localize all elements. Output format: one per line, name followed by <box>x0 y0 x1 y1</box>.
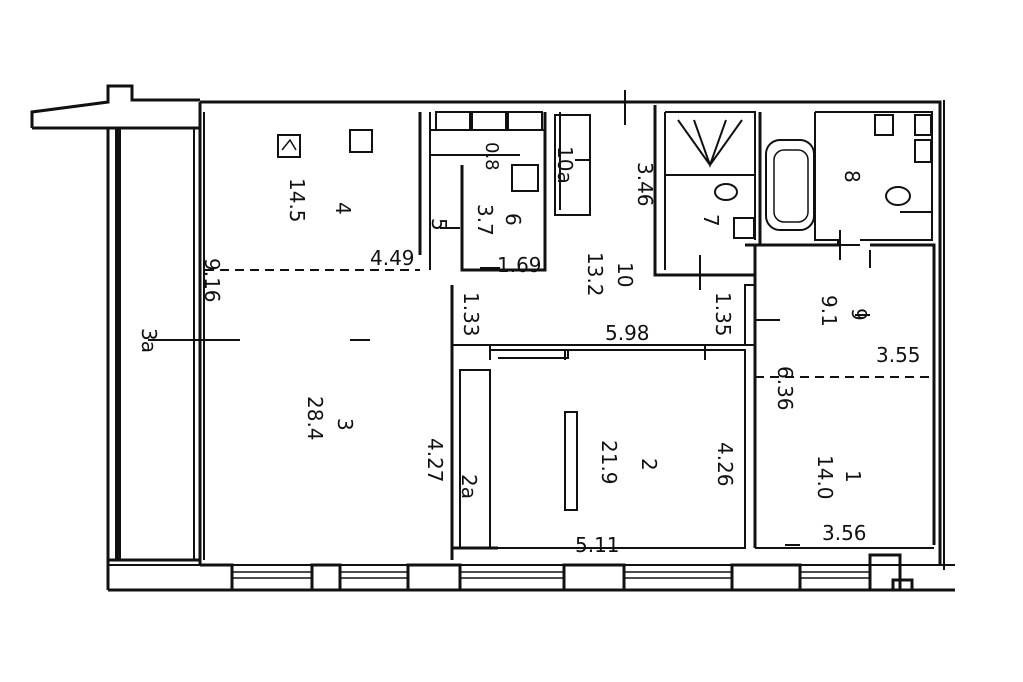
dimension-labels: 4.49 1.69 3.46 9.16 1.33 5.98 1.35 3.55 … <box>200 142 921 557</box>
room-1-area: 14.0 <box>813 455 837 500</box>
room-2-area: 21.9 <box>597 440 621 485</box>
room-10a-number: 10a <box>553 146 577 184</box>
dim-4-49: 4.49 <box>370 246 415 270</box>
room-9-area: 9.1 <box>817 295 841 327</box>
room-5-number: 5 <box>427 218 451 231</box>
dim-1-33: 1.33 <box>459 292 483 337</box>
room-1-number: 1 <box>841 470 865 483</box>
dim-3-56: 3.56 <box>822 521 867 545</box>
room-4-number: 4 <box>331 202 355 215</box>
room-7-number: 7 <box>699 214 723 227</box>
dim-1-35: 1.35 <box>711 292 735 337</box>
walls <box>30 84 955 592</box>
room-labels: 4 14.5 5 6 3.7 10a 10 13.2 7 8 9 9.1 3 2… <box>137 146 871 500</box>
room-10-number: 10 <box>613 262 637 287</box>
room-3-area: 28.4 <box>303 396 327 441</box>
dim-5-98: 5.98 <box>605 321 650 345</box>
room-6-area: 3.7 <box>473 204 497 236</box>
dim-4-27: 4.27 <box>423 438 447 483</box>
room-2a-number: 2a <box>457 474 481 499</box>
dim-1-69: 1.69 <box>497 253 542 277</box>
dim-6-36: 6.36 <box>773 366 797 411</box>
small-label-0-8: 0.8 <box>481 142 502 171</box>
room-9-number: 9 <box>847 308 871 321</box>
dimension-lines <box>148 90 934 546</box>
room-10-area: 13.2 <box>583 252 607 297</box>
dim-4-26: 4.26 <box>713 442 737 487</box>
room-3a-number: 3a <box>137 328 161 353</box>
room-8-number: 8 <box>840 170 864 183</box>
dim-3-55: 3.55 <box>876 343 921 367</box>
dim-3-46: 3.46 <box>633 162 657 207</box>
room-4-area: 14.5 <box>285 178 309 223</box>
room-3-number: 3 <box>333 418 357 431</box>
dim-5-11: 5.11 <box>575 533 620 557</box>
room-2-number: 2 <box>637 458 661 471</box>
room-6-number: 6 <box>501 213 525 226</box>
dim-9-16: 9.16 <box>200 258 224 303</box>
